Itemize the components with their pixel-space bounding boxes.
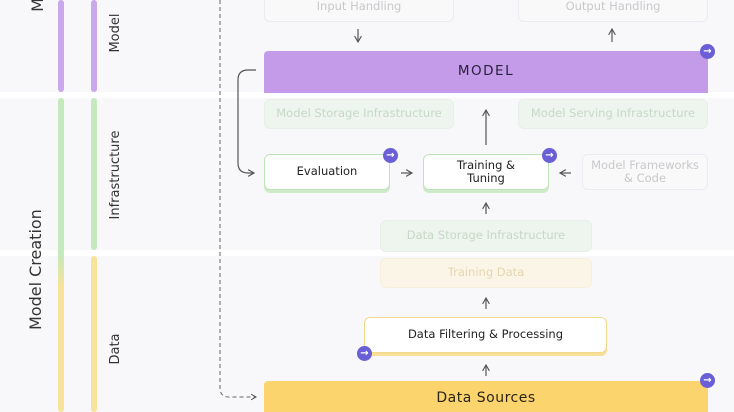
node-training-data-label: Training Data <box>447 265 525 280</box>
node-model-label: MODEL <box>457 63 515 80</box>
node-evaluation[interactable]: Evaluation <box>264 154 390 190</box>
node-data-filtering[interactable]: Data Filtering & Processing <box>364 317 607 353</box>
node-output-handling-label: Output Handling <box>565 0 661 14</box>
node-input-handling-label: Input Handling <box>316 0 402 14</box>
node-data-storage-label: Data Storage Infrastructure <box>406 228 566 243</box>
node-evaluation-label: Evaluation <box>296 164 358 179</box>
rail-model <box>91 0 97 92</box>
rail-model-usage <box>58 0 64 92</box>
section-divider-infra-data <box>0 250 734 256</box>
node-training-label-line2: Tuning <box>467 171 505 185</box>
node-frameworks-label-line1: Model Frameworks <box>591 157 699 172</box>
arrow-right-circle-icon[interactable]: → <box>700 373 715 388</box>
arrow-right-circle-icon[interactable]: → <box>357 346 372 361</box>
section-divider-model-infra <box>0 92 734 98</box>
node-training-tuning[interactable]: Training & Tuning <box>423 154 549 190</box>
node-model-frameworks: Model Frameworks & Code <box>582 154 708 190</box>
arrow-right-circle-icon[interactable]: → <box>542 148 557 163</box>
dashed-connector <box>219 0 257 401</box>
node-output-handling: Output Handling <box>518 0 708 22</box>
node-data-storage: Data Storage Infrastructure <box>380 220 592 252</box>
node-model-serving: Model Serving Infrastructure <box>518 99 708 129</box>
node-training-label-line1: Training & <box>457 157 515 172</box>
node-model-storage: Model Storage Infrastructure <box>264 99 454 129</box>
node-model-storage-label: Model Storage Infrastructure <box>276 106 442 121</box>
node-model-serving-label: Model Serving Infrastructure <box>530 106 696 121</box>
arrow-right-circle-icon[interactable]: → <box>700 44 715 59</box>
rail-data <box>91 256 97 412</box>
arrow-model-to-evaluation <box>237 69 256 177</box>
arrow-right-circle-icon[interactable]: → <box>383 148 398 163</box>
node-input-handling: Input Handling <box>264 0 454 22</box>
node-data-sources[interactable]: Data Sources <box>264 381 708 412</box>
node-frameworks-label-line2: & Code <box>623 171 667 185</box>
node-model[interactable]: MODEL <box>264 51 708 93</box>
node-training-data: Training Data <box>380 258 592 288</box>
node-data-filtering-label: Data Filtering & Processing <box>407 327 564 342</box>
node-data-sources-label: Data Sources <box>436 389 536 406</box>
rail-infrastructure <box>91 98 97 250</box>
rail-model-creation <box>58 98 64 412</box>
